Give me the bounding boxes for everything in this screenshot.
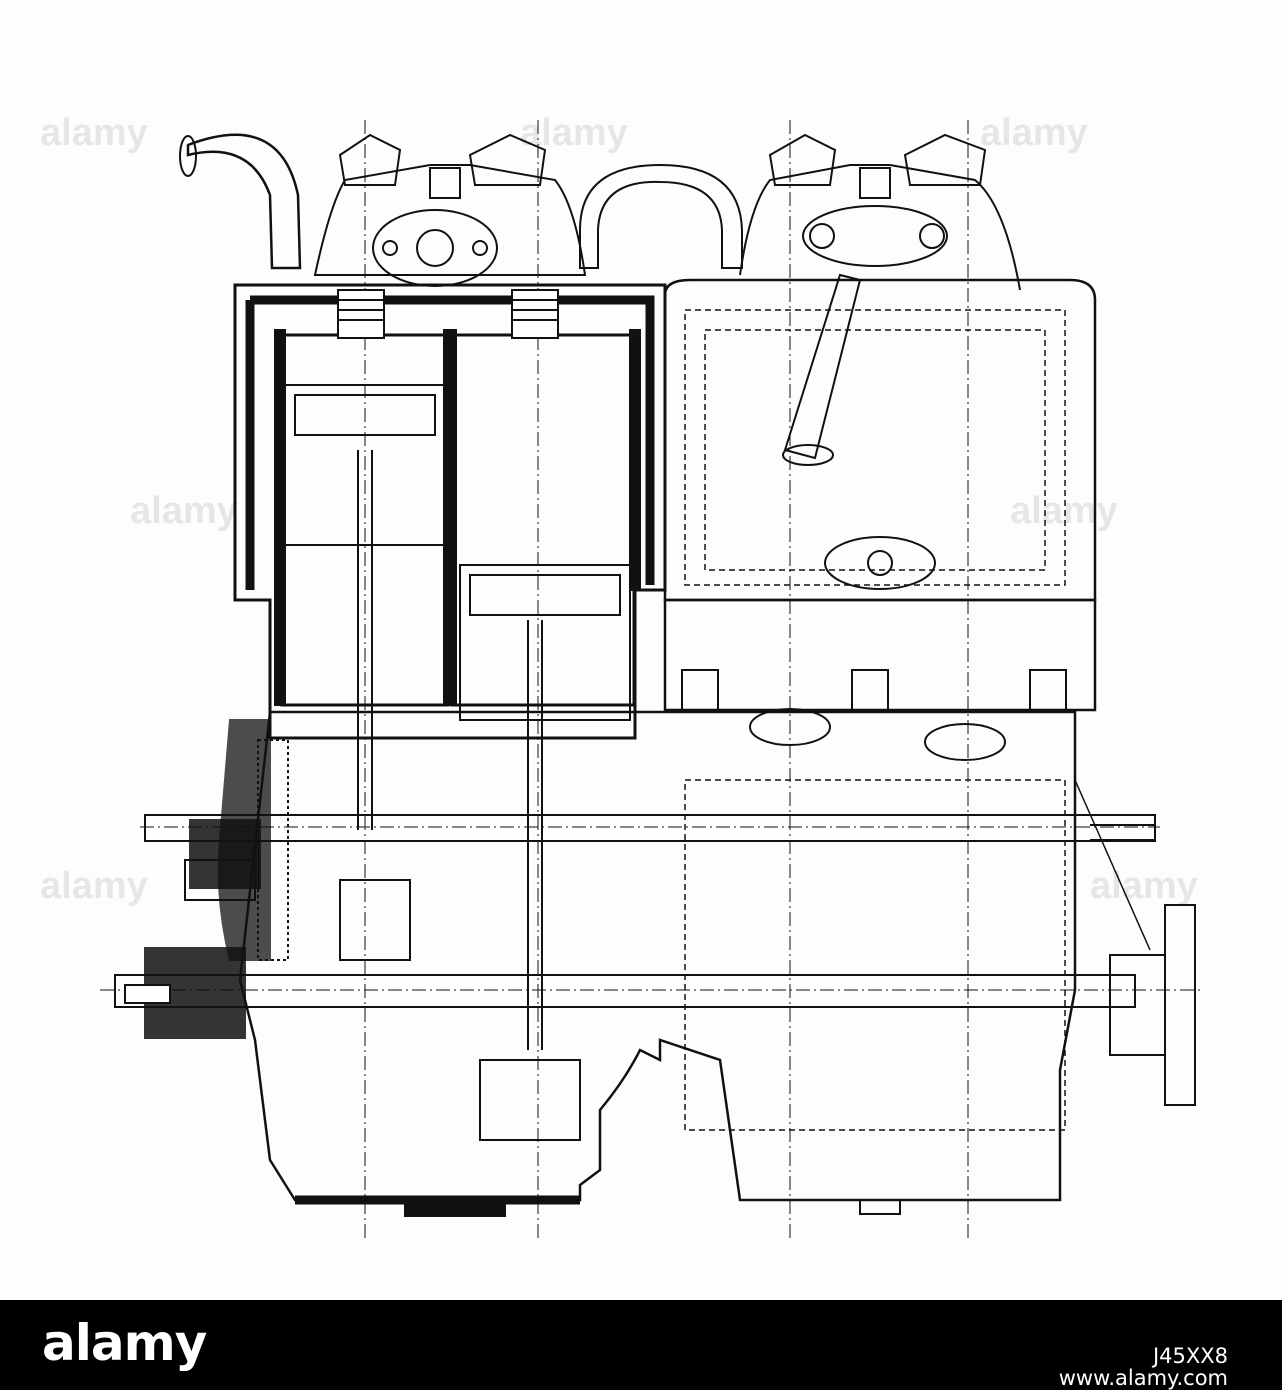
watermark-text: alamy [130,490,238,532]
water-pipe-connector [579,163,743,269]
left-cylinder-block [233,283,667,740]
watermark-footer: alamy J45XX8 www.alamy.com [0,1300,1282,1390]
watermark-text: alamy [40,112,148,154]
crankshaft [114,779,1196,1106]
right-piston [459,564,631,1141]
timing-gears [217,719,289,961]
left-cylinder-head [313,133,587,287]
watermark-text: alamy [980,112,1088,154]
watermark-text: alamy [40,865,148,907]
alamy-logo-icon: alamy [42,1314,207,1372]
centerlines [100,120,1200,1240]
water-hose-left [179,133,302,270]
watermark-text: alamy [1090,865,1198,907]
camshaft [144,814,1156,901]
engine-drawing: alamy alamy alamy alamy alamy alamy alam… [40,112,1200,1240]
crankcase [238,598,1097,1217]
right-cylinder-block [663,273,1097,602]
stock-site-url: www.alamy.com [1058,1366,1228,1390]
engine-cross-section [100,120,1200,1240]
left-piston [284,384,446,961]
stock-image-id: J45XX8 [1152,1344,1228,1368]
watermark-text: alamy [1010,490,1118,532]
right-cylinder-head [739,133,1021,291]
